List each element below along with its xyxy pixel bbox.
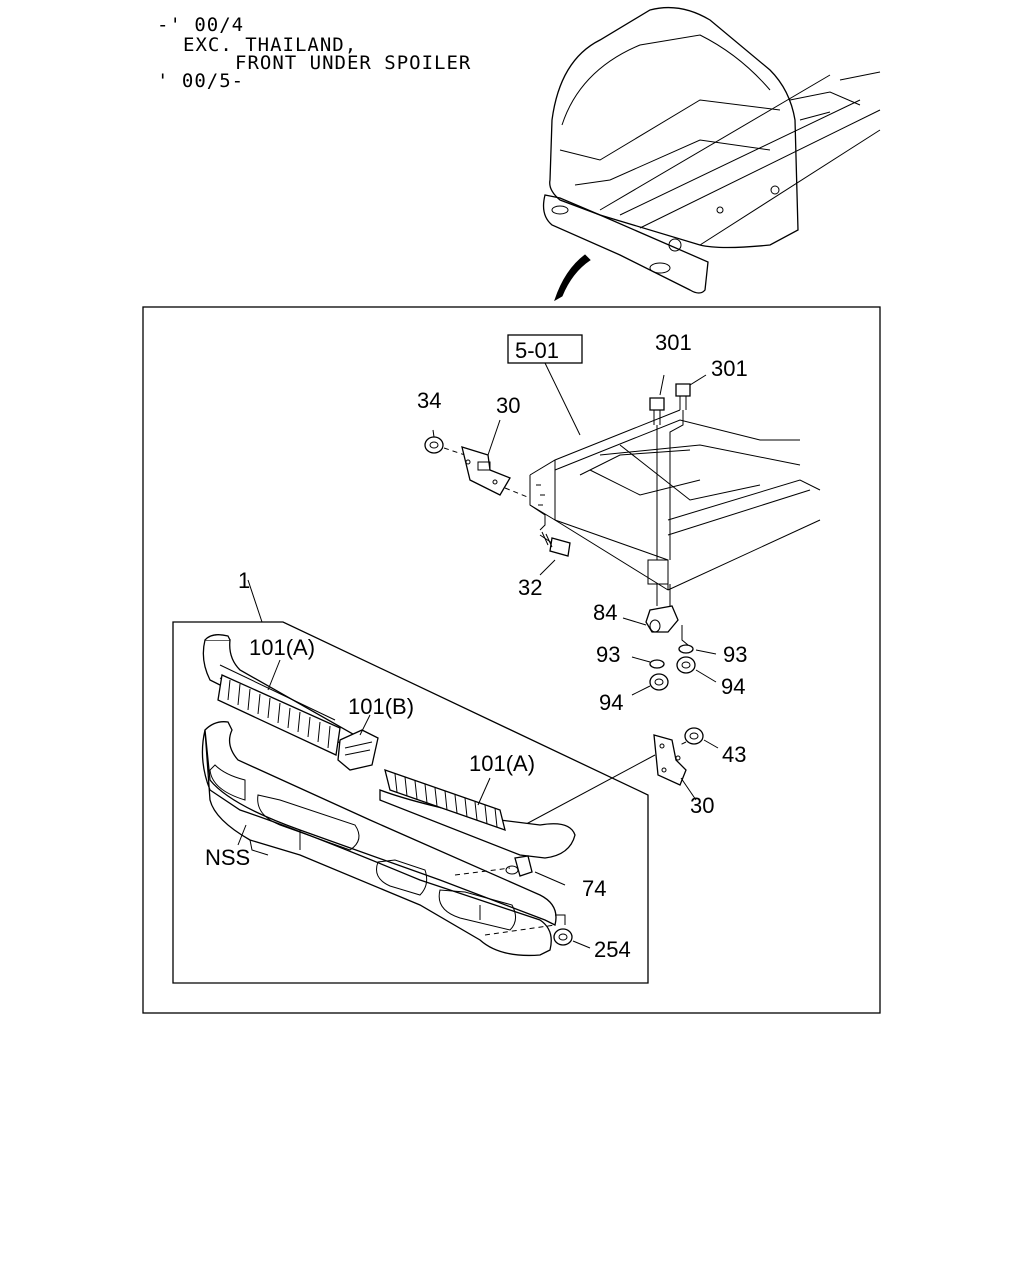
callout-30-upper: 30: [496, 393, 520, 418]
callout-94-left: 94: [599, 690, 623, 715]
washer-93-left: [649, 659, 665, 669]
header-line-1: -' 00/4: [157, 14, 245, 36]
callout-254: 254: [594, 937, 631, 962]
callout-101a-left: 101(A): [249, 635, 315, 660]
header-line-3: FRONT UNDER SPOILER: [235, 52, 472, 74]
callout-30-lower: 30: [690, 793, 714, 818]
nut-43: [684, 727, 704, 745]
callout-74: 74: [582, 876, 606, 901]
nut-254: [553, 928, 573, 946]
callout-34: 34: [417, 388, 441, 413]
bolt-32: [539, 531, 571, 557]
callout-1: 1: [238, 568, 250, 593]
grooved-strip-101a-left: [217, 674, 341, 756]
bolt-301-right: [675, 383, 691, 410]
bumper-end-trim: [379, 789, 576, 859]
callout-nss: NSS: [205, 845, 250, 870]
callout-101a-right: 101(A): [469, 751, 535, 776]
bolt-301-left: [649, 397, 665, 425]
nut-94-right: [676, 656, 696, 674]
bolt-301-line-right: [669, 410, 684, 560]
nut-34: [424, 436, 444, 454]
washer-93-right: [678, 644, 694, 654]
grooved-strip-101a-right: [384, 768, 506, 832]
callout-32: 32: [518, 575, 542, 600]
callout-94-right: 94: [721, 674, 745, 699]
reference-label: 5-01: [515, 338, 559, 363]
callout-93-right: 93: [723, 642, 747, 667]
bracket-84: [645, 584, 679, 633]
clip-74: [505, 855, 533, 877]
callout-43: 43: [722, 742, 746, 767]
header-line-2: EXC. THAILAND,: [183, 34, 358, 56]
callout-101b: 101(B): [348, 694, 414, 719]
bracket-30-upper: [461, 446, 511, 496]
diagram-frame: [142, 306, 881, 1014]
assembly-1-box: [172, 621, 649, 984]
bumper-main-body: [201, 721, 557, 957]
nut-94-left: [649, 673, 669, 691]
truck-overview-illustration: [542, 6, 881, 302]
callout-93-left: 93: [596, 642, 620, 667]
bracket-30-lower: [653, 734, 687, 786]
header-line-4: ' 00/5-: [157, 70, 245, 92]
callout-84: 84: [593, 600, 617, 625]
callout-301-right: 301: [711, 356, 748, 381]
chassis-frame: [529, 409, 821, 591]
callout-301-left: 301: [655, 330, 692, 355]
